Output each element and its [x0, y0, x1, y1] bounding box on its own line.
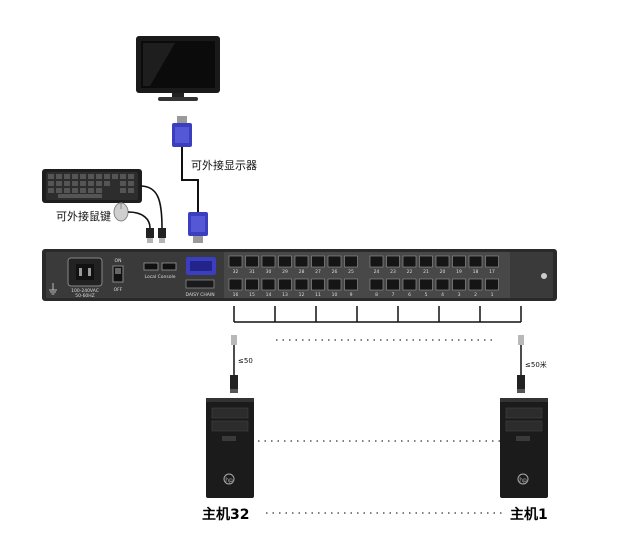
rj45-port-icon	[294, 278, 309, 291]
rj45-port-icon	[278, 278, 292, 291]
rj45-port-icon	[311, 278, 325, 291]
top-port-label: 21	[423, 269, 429, 275]
vga-connector-bottom-icon	[188, 212, 208, 243]
rj45-port-icon	[386, 278, 400, 291]
rj45-port-icon	[452, 278, 466, 291]
daisy-chain-text: DAISY CHAIN	[185, 292, 214, 298]
rj45-port-icon	[435, 278, 450, 291]
bottom-port-label: 11	[315, 292, 321, 298]
bottom-port-label: 15	[249, 292, 255, 298]
rj45-port-icon	[261, 255, 276, 268]
top-port-label: 28	[299, 269, 305, 275]
switch-on-text: ON	[115, 258, 122, 264]
rj45-port-icon	[327, 255, 342, 268]
host-label-right: 主机1	[510, 507, 548, 523]
rj45-port-icon	[245, 278, 259, 291]
bottom-port-label: 8	[375, 292, 378, 298]
top-port-label: 17	[489, 269, 495, 275]
bottom-port-label: 6	[408, 292, 411, 298]
bottom-port-label: 12	[299, 292, 305, 298]
rj45-port-icon	[311, 255, 325, 268]
power-rating-text-2: 50-60HZ	[75, 293, 95, 299]
top-port-label: 30	[266, 269, 272, 275]
keyboard-mouse-caption: 可外接鼠键	[56, 210, 111, 223]
host-tower-right-icon: hp	[500, 398, 548, 498]
bottom-port-label: 10	[332, 292, 338, 298]
rj45-port-icon	[468, 278, 483, 291]
rj45-port-icon	[402, 278, 417, 291]
usb-port-icon	[143, 262, 177, 271]
rj45-port-icon	[369, 255, 384, 268]
cable-adapter-left	[230, 335, 238, 393]
top-port-label: 26	[332, 269, 338, 275]
local-console-text: Local Console	[145, 274, 176, 280]
host-tower-left-icon: hp	[206, 398, 254, 498]
rj45-port-icon	[369, 278, 384, 291]
bottom-port-label: 16	[233, 292, 239, 298]
top-port-label: 32	[233, 269, 239, 275]
rj45-port-icon	[344, 278, 358, 291]
bottom-port-label: 4	[441, 292, 444, 298]
svg-text:hp: hp	[519, 477, 527, 484]
rj45-port-icon	[435, 255, 450, 268]
rj45-port-icon	[261, 278, 276, 291]
rj45-port-icon	[386, 255, 400, 268]
cable-length-right: ≤50米	[525, 361, 547, 369]
keyboard-icon	[42, 169, 142, 203]
rj45-port-icon	[327, 278, 342, 291]
monitor-caption: 可外接显示器	[191, 159, 257, 172]
switch-off-text: OFF	[114, 287, 123, 293]
top-port-label: 27	[315, 269, 321, 275]
rj45-port-icon	[419, 278, 433, 291]
bottom-port-label: 2	[474, 292, 477, 298]
rj45-port-icon	[485, 255, 499, 268]
cable-length-left: ≤50	[238, 357, 253, 365]
cable-adapter-right	[517, 335, 525, 393]
port-bracket	[233, 306, 522, 323]
bottom-port-label: 1	[491, 292, 494, 298]
bottom-port-label: 3	[458, 292, 461, 298]
top-port-label: 25	[348, 269, 354, 275]
power-rating-text-1: 100-240VAC	[71, 288, 99, 294]
svg-text:hp: hp	[225, 477, 233, 484]
daisy-chain-port-icon	[185, 279, 215, 289]
rj45-port-icon	[402, 255, 417, 268]
bottom-port-label: 9	[350, 292, 353, 298]
power-socket-icon	[67, 257, 103, 287]
power-switch-icon	[112, 265, 124, 283]
top-port-label: 19	[456, 269, 462, 275]
monitor-icon	[136, 36, 220, 101]
top-port-label: 23	[390, 269, 396, 275]
rj45-port-icon	[228, 255, 243, 268]
rj45-port-icon	[452, 255, 466, 268]
rj45-port-row-top: 32 31 30 29 28 27 26 25 24 23 22 21 20 19 18 17	[228, 255, 499, 275]
rj45-port-icon	[245, 255, 259, 268]
bottom-port-label: 14	[266, 292, 272, 298]
rj45-port-icon	[485, 278, 499, 291]
bottom-port-label: 13	[282, 292, 288, 298]
rj45-port-icon	[468, 255, 483, 268]
rj45-port-icon	[419, 255, 433, 268]
rj45-port-icon	[294, 255, 309, 268]
top-port-label: 24	[374, 269, 380, 275]
rj45-port-icon	[278, 255, 292, 268]
rj45-port-row-bottom: 16 15 14 13 12 11 10 9 8 7 6 5 4 3 2 1	[228, 278, 499, 298]
rj45-port-icon	[344, 255, 358, 268]
usb-plug-icon	[146, 228, 166, 243]
top-port-label: 20	[440, 269, 446, 275]
host-label-left: 主机32	[202, 507, 250, 523]
bottom-port-label: 7	[392, 292, 395, 298]
vga-port-icon	[186, 257, 216, 275]
top-port-label: 18	[473, 269, 479, 275]
rj45-port-icon	[228, 278, 243, 291]
top-port-label: 29	[282, 269, 288, 275]
top-port-label: 31	[249, 269, 255, 275]
mouse-icon	[113, 202, 129, 222]
bottom-port-label: 5	[425, 292, 428, 298]
top-port-label: 22	[407, 269, 413, 275]
vga-connector-top-icon	[172, 116, 192, 147]
